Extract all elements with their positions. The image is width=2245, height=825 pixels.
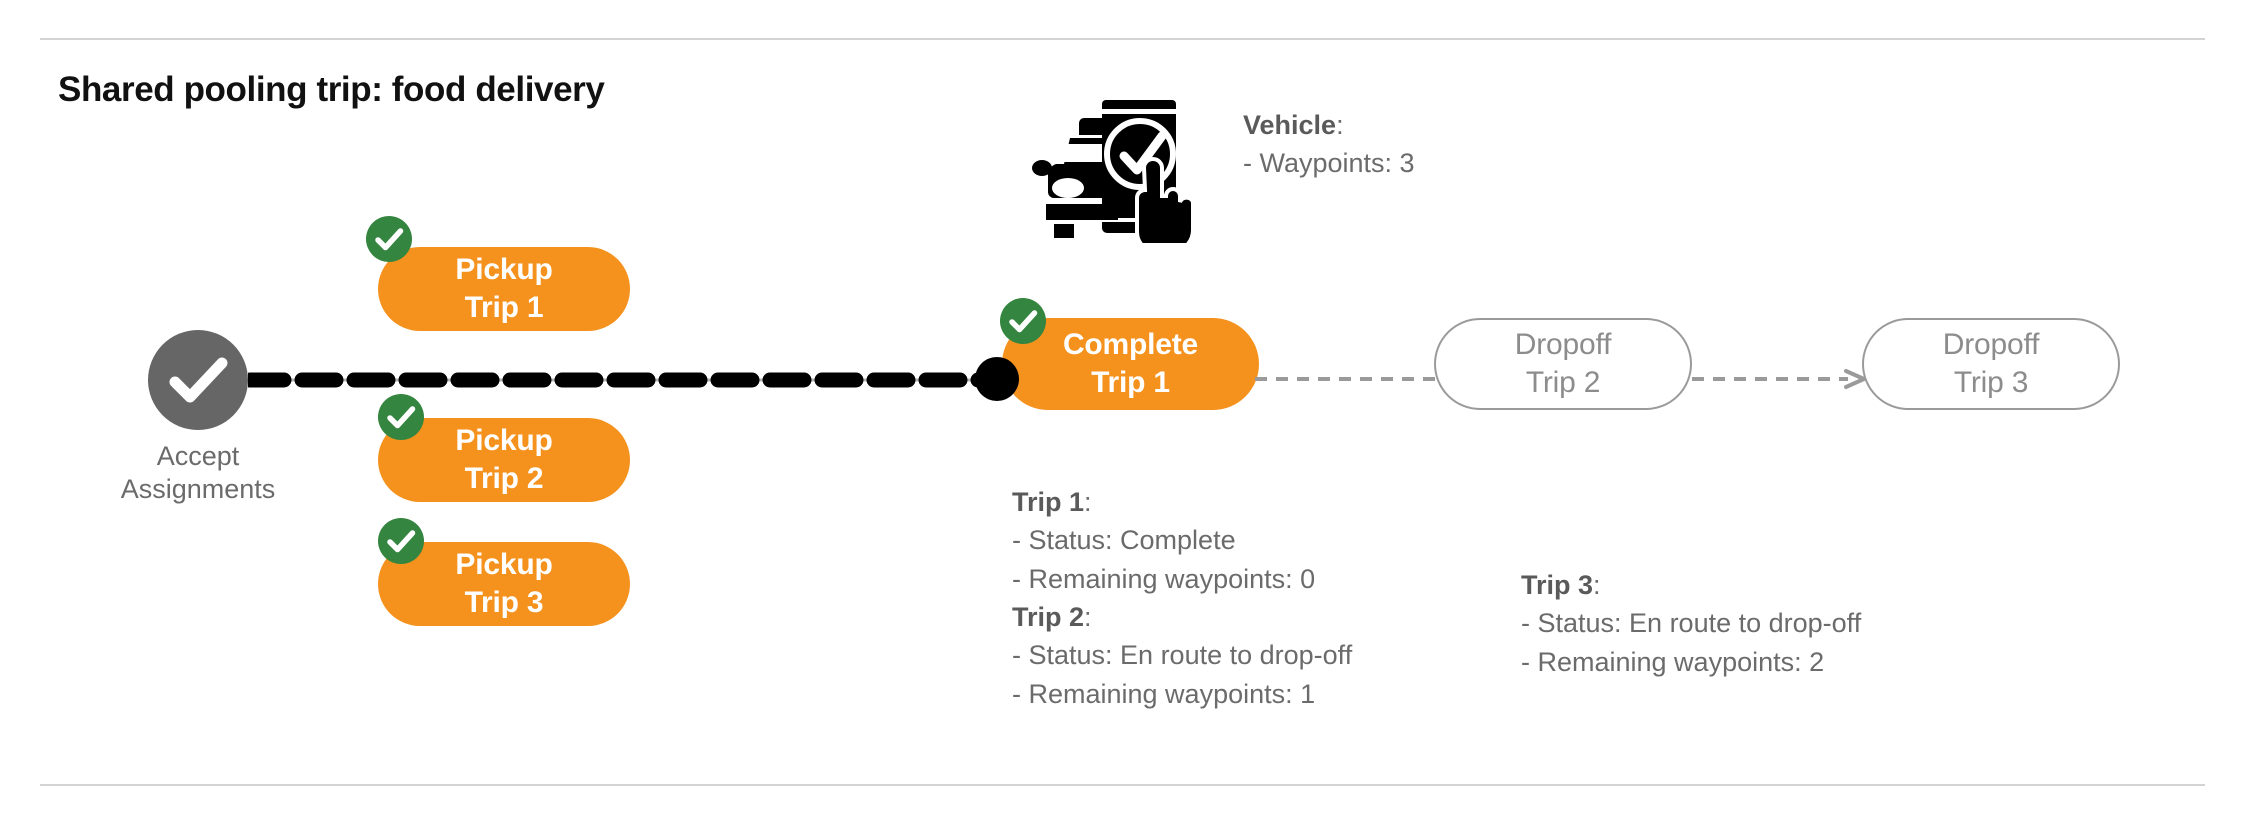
accept-label-line2: Assignments xyxy=(120,474,276,505)
page-title: Shared pooling trip: food delivery xyxy=(58,70,605,109)
node-dropoff-trip-3[interactable]: Dropoff Trip 3 xyxy=(1862,318,2120,410)
trip-2-heading: Trip 2 xyxy=(1012,601,1085,632)
vehicle-heading: Vehicle xyxy=(1243,110,1337,140)
trip-2-heading-suffix: : xyxy=(1084,601,1092,632)
dropoff-3-line1: Dropoff xyxy=(1942,327,2040,361)
check-badge-icon-pickup-1 xyxy=(366,216,412,262)
connector-dropoff-2-to-dropoff-3 xyxy=(1692,368,1872,390)
pickup-3-line2: Trip 3 xyxy=(464,586,544,619)
check-badge-icon-complete-1 xyxy=(1000,298,1046,344)
vehicle-waypoints: - Waypoints: 3 xyxy=(1243,148,1415,179)
trip-1-heading-row: Trip 1: xyxy=(1012,483,1352,521)
node-pickup-trip-2[interactable]: Pickup Trip 2 xyxy=(378,418,630,502)
vehicle-info-block: Vehicle: - Waypoints: 3 xyxy=(1243,106,1415,183)
node-complete-trip-1[interactable]: Complete Trip 1 xyxy=(1002,318,1259,410)
connector-accept-to-complete xyxy=(242,371,1004,389)
trip-1-waypoints: - Remaining waypoints: 0 xyxy=(1012,563,1316,594)
connector-complete-to-dropoff-2 xyxy=(1255,368,1435,390)
node-dropoff-trip-2[interactable]: Dropoff Trip 2 xyxy=(1434,318,1692,410)
trip-3-heading-row: Trip 3: xyxy=(1521,566,1861,604)
pickup-2-line1: Pickup xyxy=(455,423,553,457)
trip-2-heading-row: Trip 2: xyxy=(1012,598,1352,636)
trip-1-heading: Trip 1 xyxy=(1012,487,1085,517)
dropoff-3-line2: Trip 3 xyxy=(1953,366,2029,399)
node-pickup-trip-1[interactable]: Pickup Trip 1 xyxy=(378,247,630,331)
trip-3-heading-suffix: : xyxy=(1593,570,1601,600)
trip-2-waypoints: - Remaining waypoints: 1 xyxy=(1012,678,1316,709)
dropoff-2-line1: Dropoff xyxy=(1514,327,1612,361)
trip-1-heading-suffix: : xyxy=(1084,487,1092,517)
top-divider xyxy=(40,38,2205,40)
accept-label-line1: Accept xyxy=(156,441,240,471)
arrowhead-icon xyxy=(1844,369,1866,389)
pickup-3-line1: Pickup xyxy=(455,547,553,581)
trip-3-status: - Status: En route to drop-off xyxy=(1521,608,1862,639)
trip-2-status: - Status: En route to drop-off xyxy=(1012,640,1353,671)
trip-1-2-info-block: Trip 1: - Status: Complete - Remaining w… xyxy=(1012,483,1352,713)
check-badge-icon-pickup-3 xyxy=(378,518,424,564)
dropoff-2-line2: Trip 2 xyxy=(1525,366,1601,399)
complete-1-line2: Trip 1 xyxy=(1091,366,1170,399)
trip-3-info-block: Trip 3: - Status: En route to drop-off -… xyxy=(1521,566,1861,681)
accept-assignments-label: Accept Assignments xyxy=(98,440,298,507)
pickup-1-line1: Pickup xyxy=(455,252,553,286)
accept-circle xyxy=(148,330,248,430)
node-accept-assignments[interactable]: Accept Assignments xyxy=(121,330,275,504)
vehicle-heading-suffix: : xyxy=(1336,110,1344,140)
complete-1-line1: Complete xyxy=(1062,327,1199,361)
check-badge-icon-pickup-2 xyxy=(378,394,424,440)
vehicle-info-heading-row: Vehicle: xyxy=(1243,106,1415,144)
pickup-2-line2: Trip 2 xyxy=(464,462,544,495)
junction-dot xyxy=(975,357,1019,401)
pickup-1-line2: Trip 1 xyxy=(464,291,544,324)
trip-1-status: - Status: Complete xyxy=(1012,525,1236,556)
car-phone-check-icon xyxy=(1032,88,1202,254)
node-pickup-trip-3[interactable]: Pickup Trip 3 xyxy=(378,542,630,626)
trip-3-waypoints: - Remaining waypoints: 2 xyxy=(1521,646,1825,677)
check-icon xyxy=(169,357,228,403)
bottom-divider xyxy=(40,784,2205,786)
trip-3-heading: Trip 3 xyxy=(1521,570,1594,600)
